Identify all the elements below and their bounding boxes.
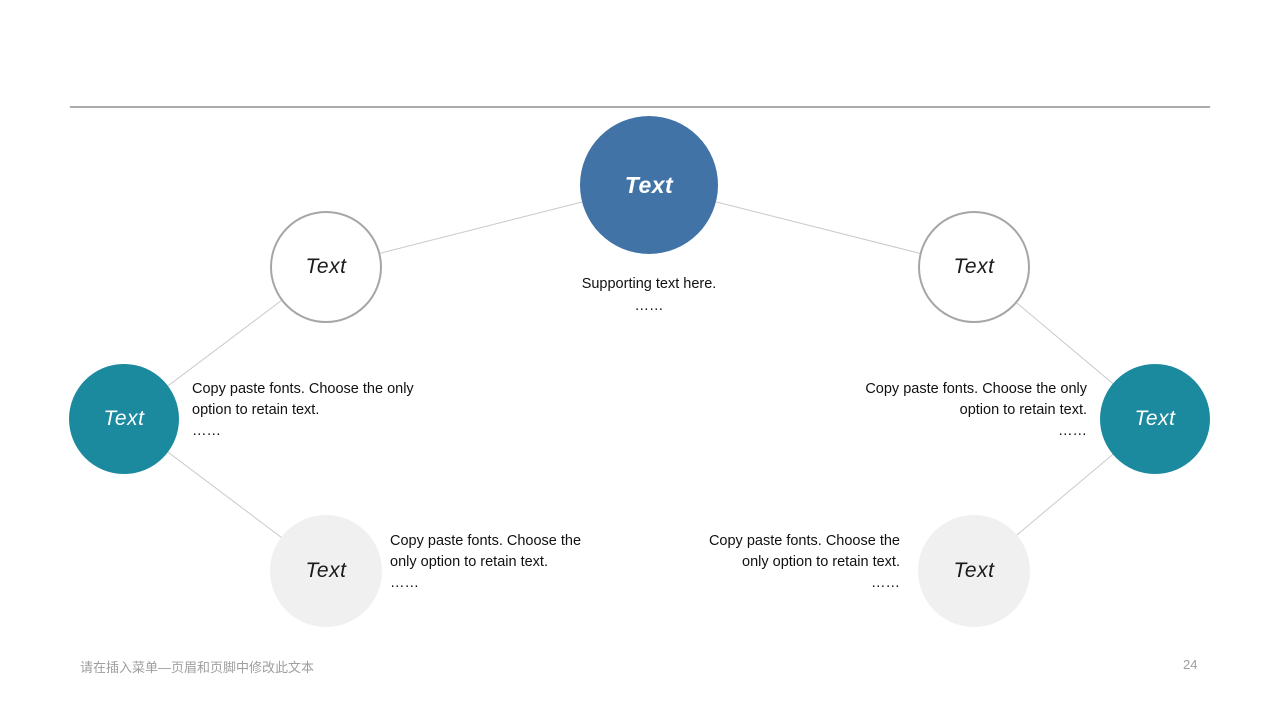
annotation-line: only option to retain text. <box>742 554 900 570</box>
circle-node-label: Text <box>1134 407 1176 430</box>
annotation-ellipsis: …… <box>390 575 419 591</box>
circle-node-label: Text <box>953 559 995 582</box>
circle-node-label: Text <box>103 407 145 430</box>
circle-node-bottom-right-gray: Text <box>918 515 1030 627</box>
annotation-ellipsis: …… <box>871 575 900 591</box>
circle-node-bottom-left-gray: Text <box>270 515 382 627</box>
circle-node-label: Text <box>305 559 347 582</box>
annotation-left-bottom: Copy paste fonts. Choose the only option… <box>390 531 600 594</box>
center-caption-line1: Supporting text here. <box>581 276 717 292</box>
annotation-line: Copy paste fonts. Choose the only <box>865 381 1087 397</box>
center-caption: Supporting text here. …… <box>519 273 779 317</box>
page-number: 24 <box>1183 657 1198 672</box>
annotation-ellipsis: …… <box>192 423 221 439</box>
circle-node-left-white: Text <box>270 211 382 323</box>
annotation-ellipsis: …… <box>1058 423 1087 439</box>
circle-node-label: Text <box>305 255 347 278</box>
footer-placeholder-text: 请在插入菜单—页眉和页脚中修改此文本 <box>80 660 315 675</box>
annotation-right-bottom: Copy paste fonts. Choose the only option… <box>690 531 900 594</box>
annotation-line: only option to retain text. <box>390 554 548 570</box>
circle-node-label: Text <box>953 255 995 278</box>
annotation-left-mid: Copy paste fonts. Choose the only option… <box>192 379 432 442</box>
annotation-line: Copy paste fonts. Choose the <box>708 533 900 549</box>
circle-node-top-blue: Text <box>580 116 718 254</box>
annotation-line: option to retain text. <box>192 402 320 418</box>
center-caption-ellipsis: …… <box>634 298 664 314</box>
annotation-line: Copy paste fonts. Choose the <box>390 533 582 549</box>
annotation-line: option to retain text. <box>959 402 1087 418</box>
annotation-line: Copy paste fonts. Choose the only <box>192 381 414 397</box>
circle-node-label: Text <box>624 171 674 198</box>
annotation-right-mid: Copy paste fonts. Choose the only option… <box>847 379 1087 442</box>
header-divider-line <box>70 106 1210 108</box>
circle-node-right-white: Text <box>918 211 1030 323</box>
circle-node-right-teal: Text <box>1100 364 1210 474</box>
circle-node-left-teal: Text <box>69 364 179 474</box>
